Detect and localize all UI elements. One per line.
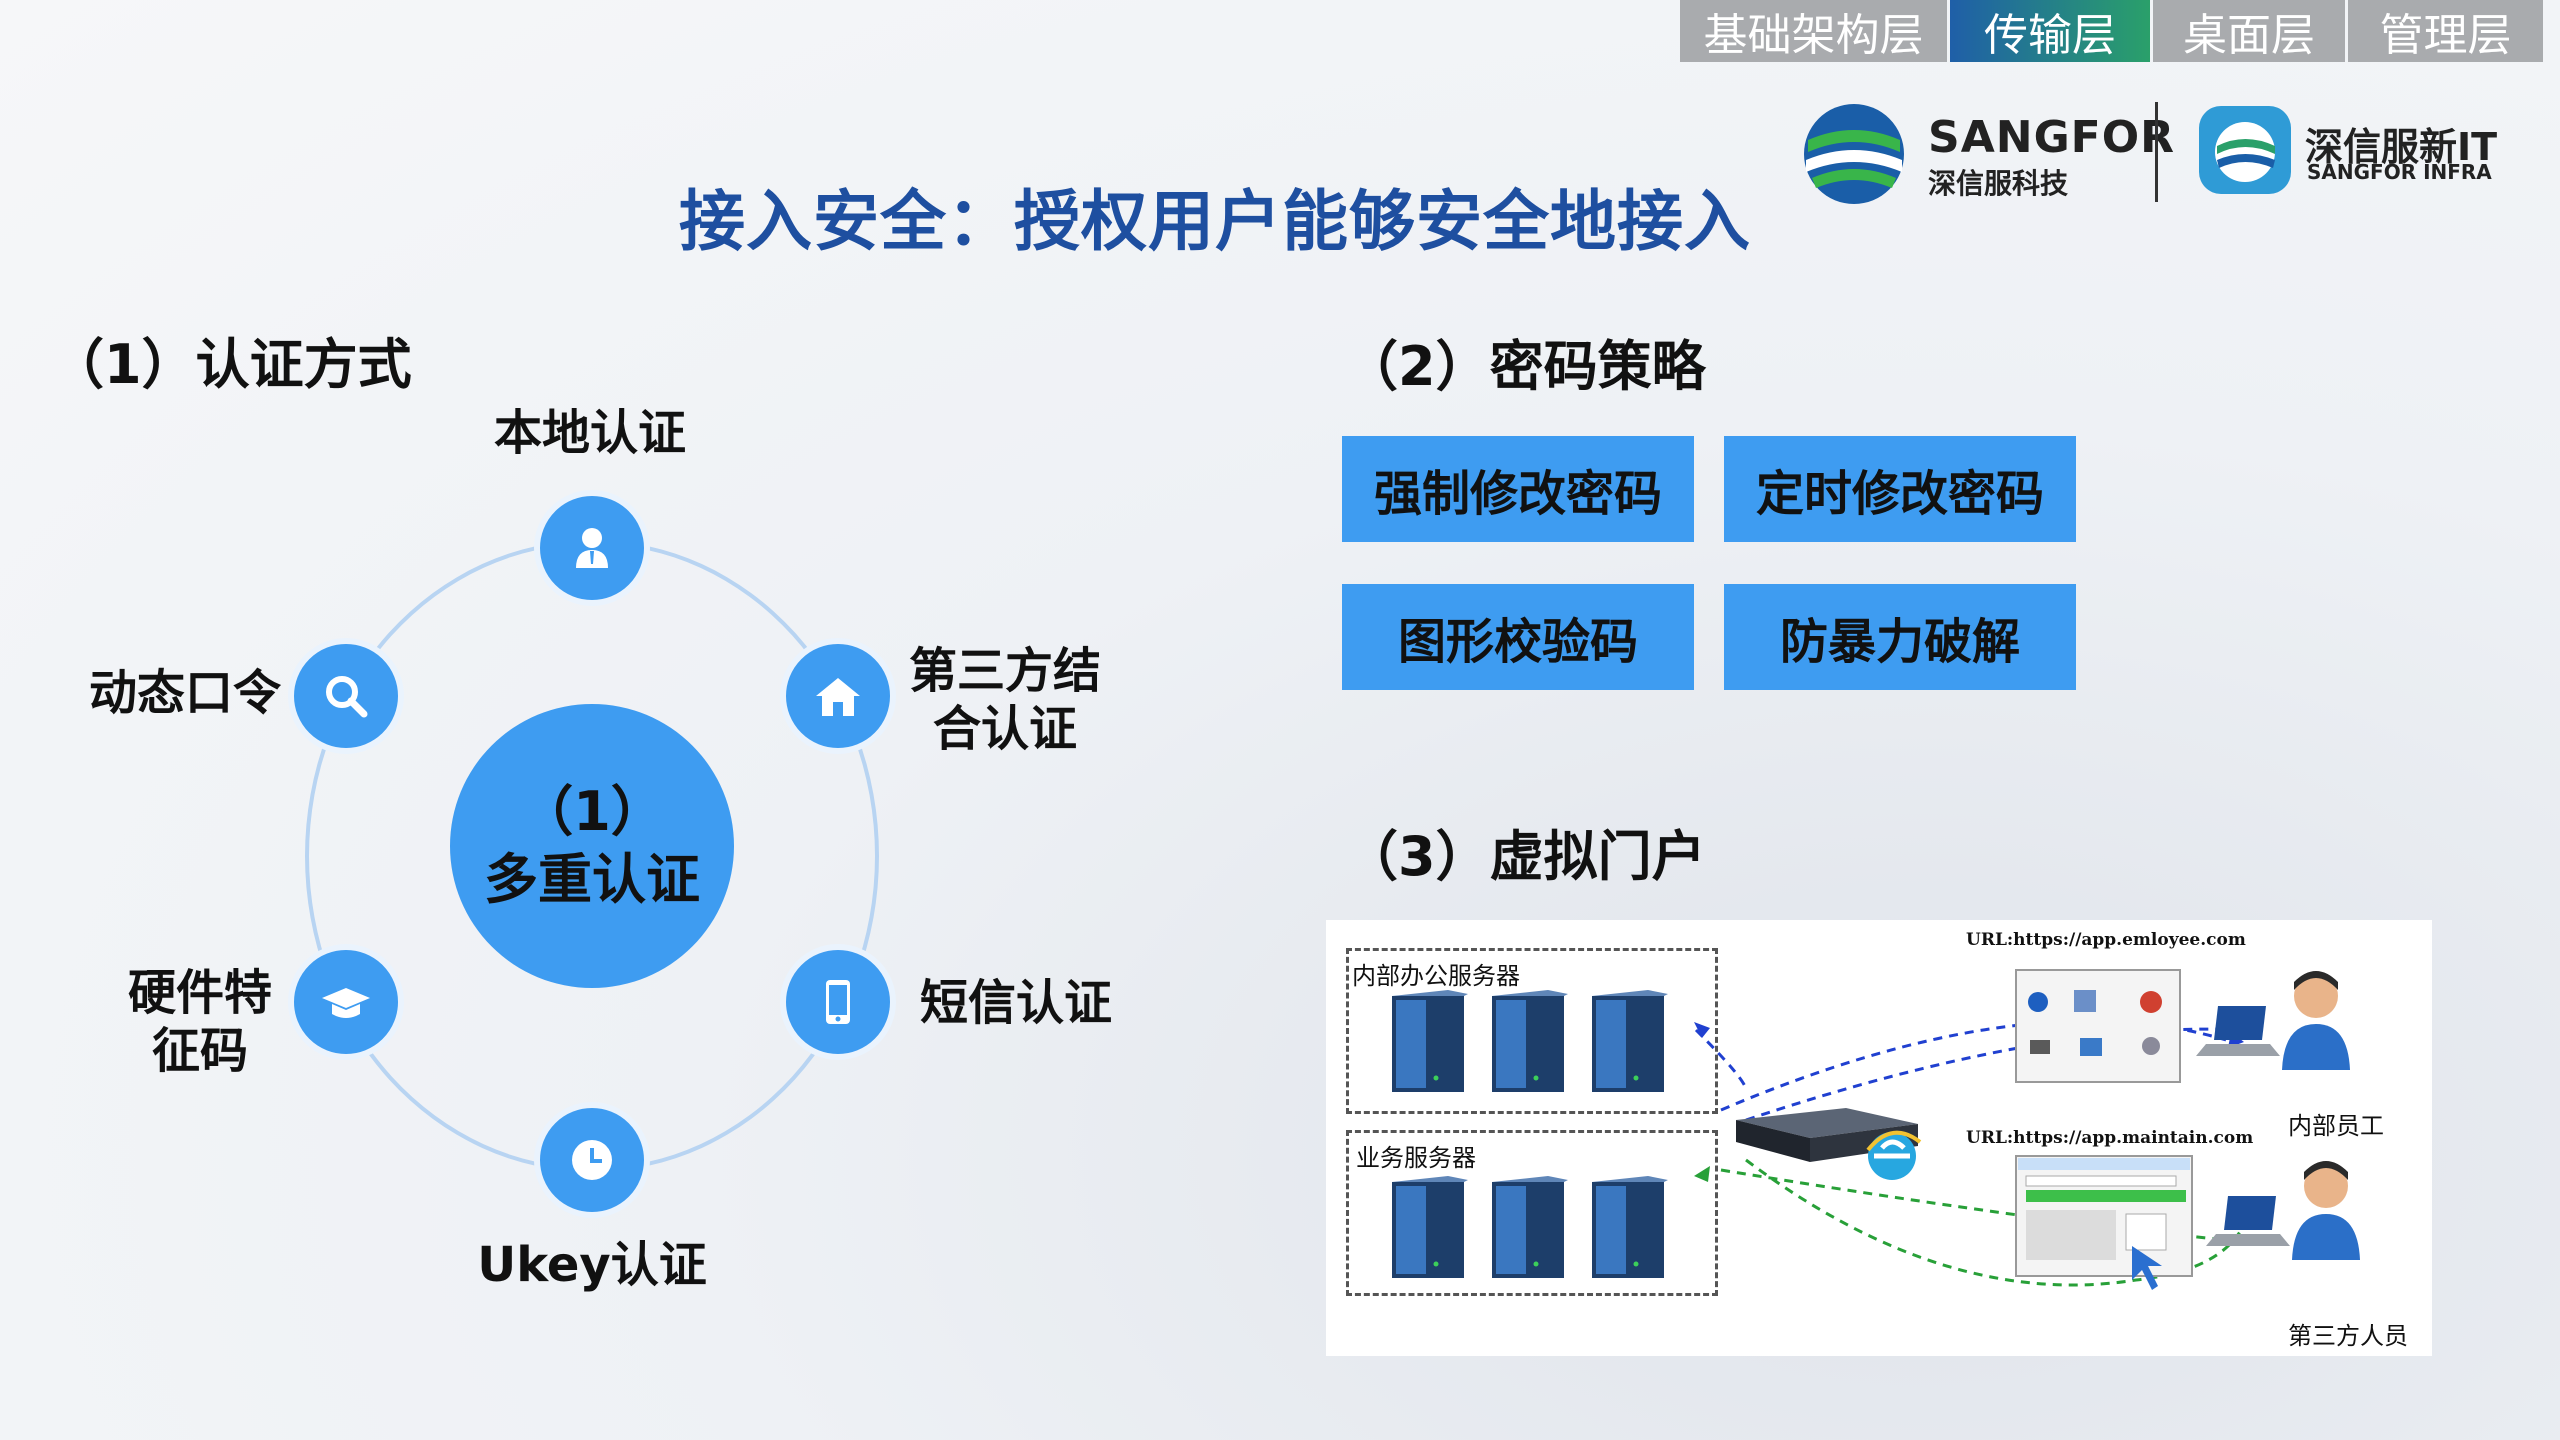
local-auth-label: 本地认证 — [493, 405, 686, 461]
force-change-password-button[interactable]: 强制修改密码 — [1342, 436, 1694, 542]
third-party-auth-label: 第三方结 合认证 — [908, 643, 1101, 757]
hardware-code-label: 硬件特 征码 — [127, 965, 272, 1079]
local-auth-node[interactable] — [534, 490, 650, 606]
employee-avatar-icon — [2282, 971, 2350, 1070]
hardware-code-node[interactable] — [288, 944, 404, 1060]
employee-url: URL:https://app.emloyee.com — [1966, 930, 2246, 950]
logo-divider — [2155, 102, 2158, 202]
top-nav: 基础架构层 传输层 桌面层 管理层 — [1680, 0, 2543, 62]
clock-icon — [572, 1140, 612, 1180]
dynamic-password-label: 动态口令 — [88, 665, 281, 721]
portal-heading: （3）虚拟门户 — [1344, 825, 1706, 888]
graduation-cap-icon — [322, 988, 370, 1018]
third-party-url: URL:https://app.maintain.com — [1966, 1128, 2254, 1148]
auth-heading: （1）认证方式 — [50, 333, 412, 396]
infra-subtitle: SANGFOR INFRA — [2307, 160, 2492, 184]
sms-auth-label: 短信认证 — [919, 975, 1112, 1031]
sangfor-name: SANGFOR — [1928, 112, 2176, 163]
business-server-group — [1346, 1130, 1718, 1296]
third-party-laptop-icon — [2206, 1196, 2290, 1246]
third-party-label: 第三方人员 — [2288, 1322, 2408, 1350]
center-line-2: 多重认证 — [484, 848, 700, 911]
browser-e-icon — [1866, 1130, 1922, 1180]
infra-name: 深信服新IT — [2305, 125, 2498, 169]
sangfor-subtitle: 深信服科技 — [1928, 167, 2069, 200]
server-icon — [1592, 1176, 1668, 1278]
virtual-portal-diagram: 内部办公服务器 业务服务器 — [1326, 920, 2432, 1356]
captcha-button[interactable]: 图形校验码 — [1342, 584, 1694, 690]
portal-flow-graphic — [1694, 969, 2360, 1290]
sangfor-globe-icon — [1804, 104, 1904, 204]
tab-transport-layer[interactable]: 传输层 — [1950, 0, 2150, 62]
ukey-auth-node[interactable] — [534, 1102, 650, 1218]
tab-desktop-layer[interactable]: 桌面层 — [2153, 0, 2345, 62]
center-line-1: （1） — [519, 780, 665, 843]
server-icon — [1492, 990, 1568, 1092]
infra-globe-icon — [2199, 106, 2291, 194]
business-server-group-label: 业务服务器 — [1356, 1144, 1476, 1172]
sangfor-logo: SANGFOR 深信服科技 — [1800, 100, 2174, 210]
search-icon — [326, 676, 368, 718]
server-icon — [1492, 1176, 1568, 1278]
third-party-auth-node[interactable] — [780, 638, 896, 754]
brute-force-protection-button[interactable]: 防暴力破解 — [1724, 584, 2076, 690]
third-party-avatar-icon — [2292, 1161, 2360, 1260]
server-icon — [1592, 990, 1668, 1092]
tab-infrastructure-layer[interactable]: 基础架构层 — [1680, 0, 1947, 62]
sms-auth-node[interactable] — [780, 944, 896, 1060]
home-icon — [816, 678, 860, 716]
office-server-group-label: 内部办公服务器 — [1352, 962, 1520, 990]
server-icon — [1392, 1176, 1468, 1278]
office-server-group — [1346, 948, 1718, 1114]
employee-laptop-icon — [2196, 1006, 2280, 1056]
password-heading: （2）密码策略 — [1344, 335, 1706, 398]
phone-icon — [826, 980, 850, 1024]
page-title: 接入安全：授权用户能够安全地接入 — [679, 183, 1751, 260]
third-party-portal-window — [2015, 1155, 2193, 1277]
server-icon — [1392, 990, 1468, 1092]
multi-auth-center: （1） 多重认证 — [450, 704, 734, 988]
tab-management-layer[interactable]: 管理层 — [2348, 0, 2543, 62]
employee-portal-window — [2015, 969, 2181, 1083]
employee-label: 内部员工 — [2288, 1112, 2384, 1140]
user-icon — [576, 528, 608, 568]
sangfor-infra-logo: 深信服新IT SANGFOR INFRA — [2195, 100, 2515, 210]
dynamic-password-node[interactable] — [288, 638, 404, 754]
ukey-auth-label: Ukey认证 — [477, 1237, 707, 1293]
cursor-icon — [2132, 1246, 2162, 1290]
scheduled-change-password-button[interactable]: 定时修改密码 — [1724, 436, 2076, 542]
